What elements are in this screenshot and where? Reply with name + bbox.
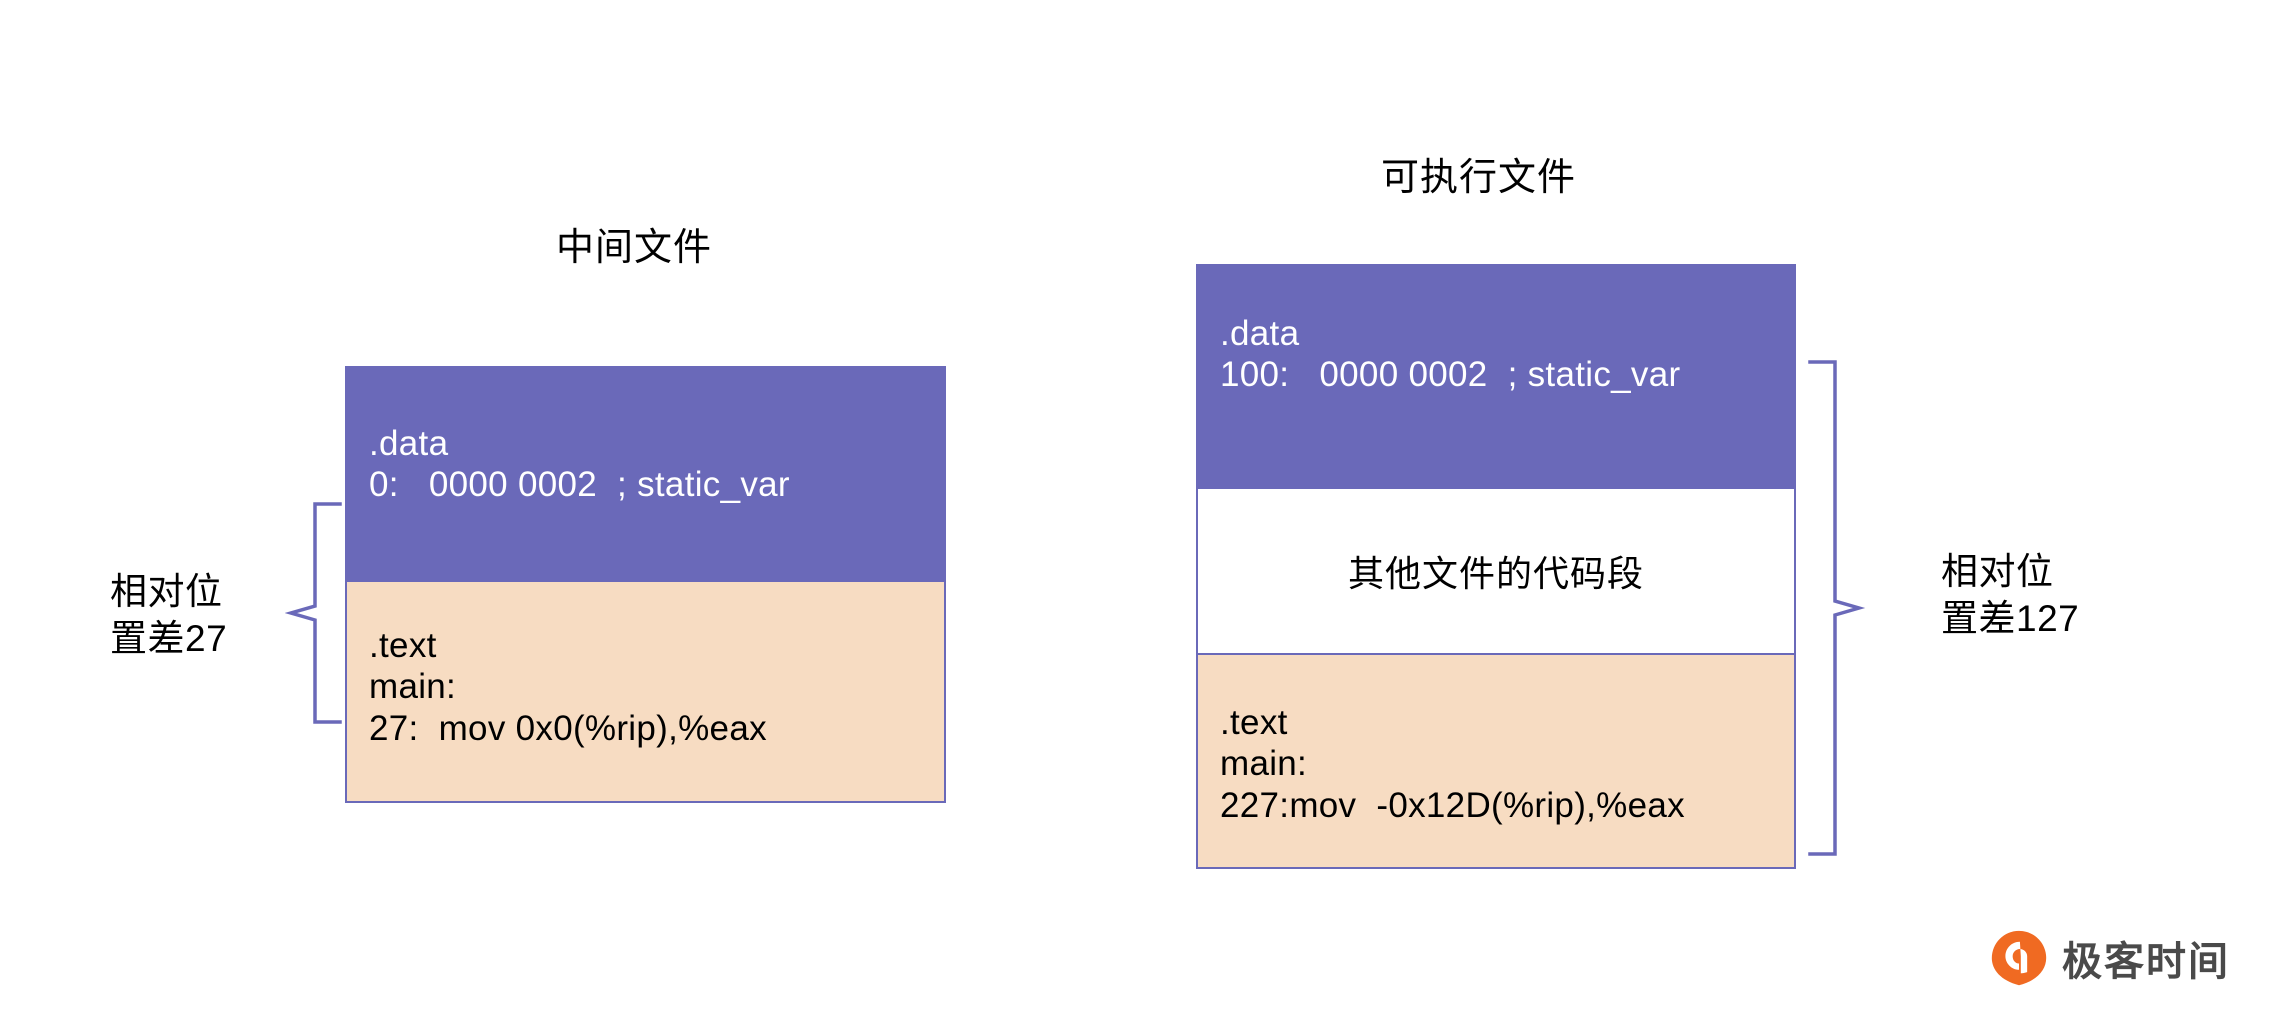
executable-offset-brace xyxy=(1805,358,1875,863)
brand-logo: 极客时间 xyxy=(1990,929,2230,987)
geektime-logo-text: 极客时间 xyxy=(2062,940,2230,984)
intermediate-offset-line-2: 置差27 xyxy=(110,618,228,660)
executable-file-box: .data 100: 0000 0002 ; static_var 其他文件的代… xyxy=(1196,264,1796,869)
executable-offset-line-1: 相对位 xyxy=(1941,551,2054,592)
intermediate-text-code: .text main: 27: mov 0x0(%rip),%eax xyxy=(369,625,767,749)
brace-right-icon xyxy=(1808,360,1866,856)
intermediate-text-line-0: .text xyxy=(369,626,437,665)
intermediate-data-code: .data 0: 0000 0002 ; static_var xyxy=(369,423,790,506)
executable-data-segment: .data 100: 0000 0002 ; static_var xyxy=(1198,266,1794,487)
brace-left-icon xyxy=(284,502,342,724)
executable-text-code: .text main: 227:mov -0x12D(%rip),%eax xyxy=(1220,702,1685,826)
executable-offset-line-2: 置差127 xyxy=(1941,598,2080,640)
intermediate-data-line-0: .data xyxy=(369,424,449,463)
intermediate-text-line-1: main: xyxy=(369,667,457,707)
intermediate-offset-line-1: 相对位 xyxy=(110,571,223,612)
executable-file-title: 可执行文件 xyxy=(1381,157,1577,199)
executable-text-line-1: main: xyxy=(1220,744,1308,784)
intermediate-text-segment: .text main: 27: mov 0x0(%rip),%eax xyxy=(347,582,944,801)
intermediate-file-box: .data 0: 0000 0002 ; static_var .text ma… xyxy=(345,366,946,803)
executable-text-segment: .text main: 227:mov -0x12D(%rip),%eax xyxy=(1198,655,1794,867)
intermediate-offset-annotation: 相对位 置差27 xyxy=(110,568,227,663)
geektime-logo-icon xyxy=(1991,930,2047,986)
executable-text-line-2: 227:mov -0x12D(%rip),%eax xyxy=(1220,785,1685,825)
executable-data-line-1: 100: 0000 0002 ; static_var xyxy=(1220,355,1681,395)
intermediate-data-segment: .data 0: 0000 0002 ; static_var xyxy=(347,368,944,582)
executable-data-code: .data 100: 0000 0002 ; static_var xyxy=(1220,313,1680,396)
executable-text-line-0: .text xyxy=(1220,703,1288,742)
executable-offset-annotation: 相对位 置差127 xyxy=(1941,548,2079,643)
intermediate-text-line-2: 27: mov 0x0(%rip),%eax xyxy=(369,708,767,748)
intermediate-data-line-1: 0: 0000 0002 ; static_var xyxy=(369,465,790,505)
intermediate-file-title: 中间文件 xyxy=(556,227,713,269)
executable-other-segment: 其他文件的代码段 xyxy=(1198,487,1794,655)
executable-data-line-0: .data xyxy=(1220,314,1300,353)
executable-other-label: 其他文件的代码段 xyxy=(1347,553,1644,594)
intermediate-offset-brace xyxy=(284,500,355,731)
